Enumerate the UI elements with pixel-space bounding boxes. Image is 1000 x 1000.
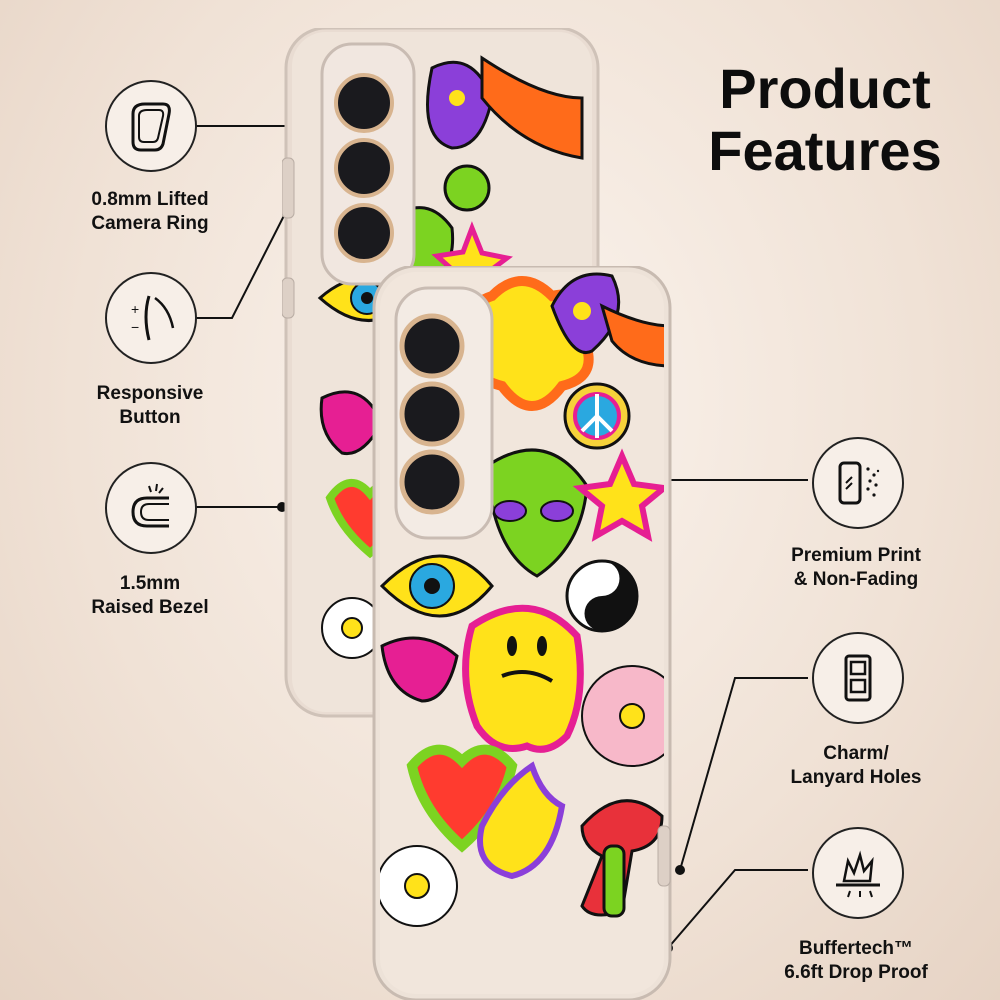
feature-2-line-1: Responsive — [96, 383, 204, 404]
feature-label-responsive-button: Responsive Button — [60, 382, 240, 430]
feature-5-line-1: Charm/ — [823, 743, 889, 764]
feature-label-camera-ring: 0.8mm Lifted Camera Ring — [60, 188, 240, 236]
feature-1-line-2: Camera Ring — [91, 213, 209, 234]
feature-6-line-2: 6.6ft Drop Proof — [784, 962, 928, 983]
svg-text:+: + — [131, 301, 139, 317]
lanyard-holes-icon — [812, 632, 904, 724]
feature-label-lanyard-holes: Charm/ Lanyard Holes — [766, 742, 946, 790]
svg-text:−: − — [131, 319, 139, 335]
phone-case-front — [372, 266, 672, 1000]
feature-3-line-1: 1.5mm — [119, 573, 181, 594]
feature-1-line-1: 0.8mm Lifted — [91, 189, 209, 210]
feature-label-raised-bezel: 1.5mm Raised Bezel — [60, 572, 240, 620]
feature-3-line-2: Raised Bezel — [91, 597, 209, 618]
feature-6-line-1: Buffertech™ — [798, 938, 913, 959]
feature-5-line-2: Lanyard Holes — [790, 767, 922, 788]
page-title: Product Features — [690, 58, 960, 182]
feature-label-premium-print: Premium Print & Non-Fading — [766, 544, 946, 592]
premium-print-icon — [812, 437, 904, 529]
drop-proof-icon — [812, 827, 904, 919]
responsive-button-icon: +− — [105, 272, 197, 364]
raised-bezel-icon — [105, 462, 197, 554]
feature-2-line-2: Button — [119, 407, 181, 428]
feature-4-line-1: Premium Print — [791, 545, 921, 566]
feature-label-drop-proof: Buffertech™ 6.6ft Drop Proof — [766, 937, 946, 985]
feature-4-line-2: & Non-Fading — [793, 569, 919, 590]
title-line-2: Features — [708, 119, 942, 182]
camera-ring-icon — [105, 80, 197, 172]
title-line-1: Product — [719, 57, 931, 120]
